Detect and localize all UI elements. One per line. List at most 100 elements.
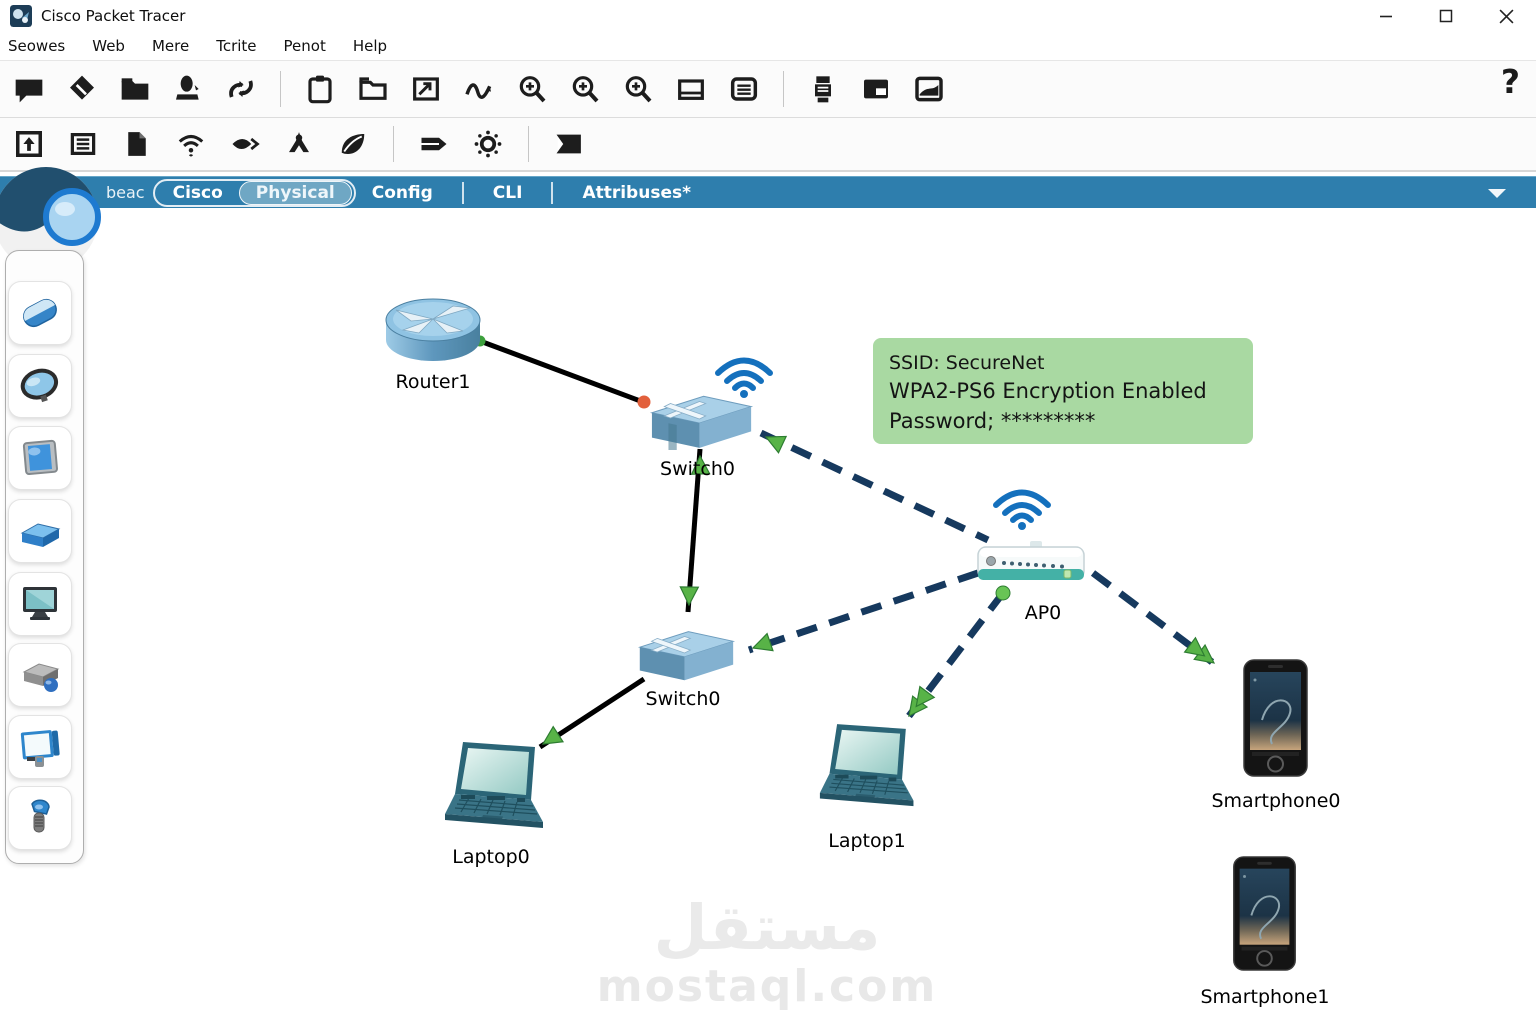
printer-icon[interactable] xyxy=(804,70,842,108)
tablet-device-icon[interactable] xyxy=(8,426,72,490)
maximize-icon xyxy=(1439,9,1453,23)
minimize-icon xyxy=(1380,15,1392,18)
clipboard-icon[interactable] xyxy=(301,70,339,108)
menu-item-penot[interactable]: Penot xyxy=(283,37,326,55)
close-icon xyxy=(1499,9,1513,23)
zoom-in-icon[interactable] xyxy=(619,70,657,108)
leaf-icon[interactable] xyxy=(334,125,372,163)
list-icon[interactable] xyxy=(64,125,102,163)
encryption-line: WPA2-PS6 Encryption Enabled xyxy=(889,379,1207,403)
secondary-toolbar xyxy=(0,118,1536,172)
chevron-down-icon[interactable] xyxy=(1488,189,1506,198)
compass-icon[interactable] xyxy=(280,125,318,163)
display-device-icon[interactable] xyxy=(8,715,72,779)
device-router1[interactable] xyxy=(383,296,483,362)
menu-item-web[interactable]: Web xyxy=(92,37,125,55)
smartphone-icon xyxy=(1243,659,1308,777)
laptop-icon xyxy=(445,742,543,828)
menu-item-help[interactable]: Help xyxy=(352,37,388,55)
title-bar: Cisco Packet Tracer xyxy=(0,0,1536,32)
device-laptop1[interactable] xyxy=(818,718,923,818)
watermark: مستقل mostaql.com xyxy=(567,894,967,1012)
tag-arrow-icon[interactable] xyxy=(415,125,453,163)
toolbar-separator xyxy=(528,126,529,162)
ssid-line: SSID: SecureNet xyxy=(889,351,1045,374)
mirror-tool-icon[interactable] xyxy=(8,354,72,418)
wifi-check-icon[interactable] xyxy=(172,125,210,163)
tab-separator xyxy=(461,181,464,204)
tab-cli[interactable]: CLI xyxy=(492,182,523,203)
device-label-ap0: AP0 xyxy=(1024,602,1062,624)
toolbar-separator xyxy=(783,71,784,107)
tab-config[interactable]: Config xyxy=(371,182,433,203)
monitor-device-icon[interactable] xyxy=(8,572,72,636)
menu-item-seowes[interactable]: Seowes xyxy=(8,37,66,55)
device-label-smartphone1: Smartphone1 xyxy=(1200,986,1330,1008)
gear-dots-icon[interactable] xyxy=(469,125,507,163)
app-logo-icon xyxy=(10,5,32,27)
switch-icon xyxy=(649,395,754,452)
close-button[interactable] xyxy=(1476,0,1536,32)
toolbar-separator xyxy=(280,71,281,107)
device-tab-bar: beac Cisco Physical Config CLI Attribuse… xyxy=(0,176,1536,209)
device-label-laptop1: Laptop1 xyxy=(828,830,906,852)
box-device-icon[interactable] xyxy=(8,643,72,707)
device-switch-top[interactable] xyxy=(643,388,758,452)
window-title: Cisco Packet Tracer xyxy=(41,7,186,25)
chat-icon[interactable] xyxy=(10,70,48,108)
packet-tracer-logo xyxy=(0,167,101,271)
folder-icon[interactable] xyxy=(116,70,154,108)
topology-canvas: Router1 Switch0 xyxy=(0,167,1536,1024)
switch-icon xyxy=(637,631,736,681)
menu-item-tcrite[interactable]: Tcrite xyxy=(216,37,257,55)
device-smartphone0[interactable] xyxy=(1242,658,1309,778)
router-icon xyxy=(385,298,481,361)
undo-box-icon[interactable] xyxy=(407,70,445,108)
wifi-icon xyxy=(715,357,773,398)
device-name-label: beac xyxy=(106,183,145,202)
palette-card-icon[interactable] xyxy=(857,70,895,108)
device-label-smartphone0: Smartphone0 xyxy=(1211,790,1341,812)
tab-physical[interactable]: Physical xyxy=(238,180,352,205)
page-icon[interactable] xyxy=(118,125,156,163)
flag-arrow-icon[interactable] xyxy=(550,125,588,163)
device-laptop0[interactable] xyxy=(443,738,553,838)
eye-icon[interactable] xyxy=(226,125,264,163)
tab-attributes[interactable]: Attribuses* xyxy=(582,182,691,203)
gesture-icon[interactable] xyxy=(460,70,498,108)
device-label-router1: Router1 xyxy=(395,371,471,393)
ssid-note[interactable]: SSID: SecureNet WPA2-PS6 Encryption Enab… xyxy=(873,338,1253,444)
help-button[interactable]: ? xyxy=(1500,62,1520,101)
device-switch-bottom[interactable] xyxy=(632,623,739,683)
smartphone-icon xyxy=(1233,856,1296,971)
folder-outline-icon[interactable] xyxy=(354,70,392,108)
toolbar-separator xyxy=(393,126,394,162)
wifi-icon xyxy=(993,489,1051,530)
laptop-icon xyxy=(819,724,914,807)
watermark-latin: mostaql.com xyxy=(596,961,938,1012)
sketch-card-icon[interactable] xyxy=(910,70,948,108)
menu-item-mere[interactable]: Mere xyxy=(151,37,190,55)
zoom-in-icon[interactable] xyxy=(513,70,551,108)
device-ap0[interactable] xyxy=(972,533,1094,595)
device-label-laptop0: Laptop0 xyxy=(452,846,530,868)
eraser-tool-icon[interactable] xyxy=(8,281,72,345)
save-diamond-icon[interactable] xyxy=(63,70,101,108)
minimize-button[interactable] xyxy=(1356,0,1416,32)
zoom-window-icon[interactable] xyxy=(672,70,710,108)
insert-frame-icon[interactable] xyxy=(10,125,48,163)
tab-cisco[interactable]: Cisco xyxy=(172,182,223,203)
tab-group: Cisco Physical xyxy=(152,178,356,207)
twist-arrows-icon[interactable] xyxy=(222,70,260,108)
password-line: Password; ********* xyxy=(889,408,1096,433)
main-toolbar xyxy=(0,60,1536,118)
watermark-arabic: مستقل xyxy=(653,891,881,964)
handheld-device-icon[interactable] xyxy=(8,786,72,850)
device-smartphone1[interactable] xyxy=(1231,855,1298,972)
stamp-icon[interactable] xyxy=(169,70,207,108)
notes-icon[interactable] xyxy=(725,70,763,108)
slab-device-icon[interactable] xyxy=(8,499,72,563)
maximize-button[interactable] xyxy=(1416,0,1476,32)
zoom-in-icon[interactable] xyxy=(566,70,604,108)
